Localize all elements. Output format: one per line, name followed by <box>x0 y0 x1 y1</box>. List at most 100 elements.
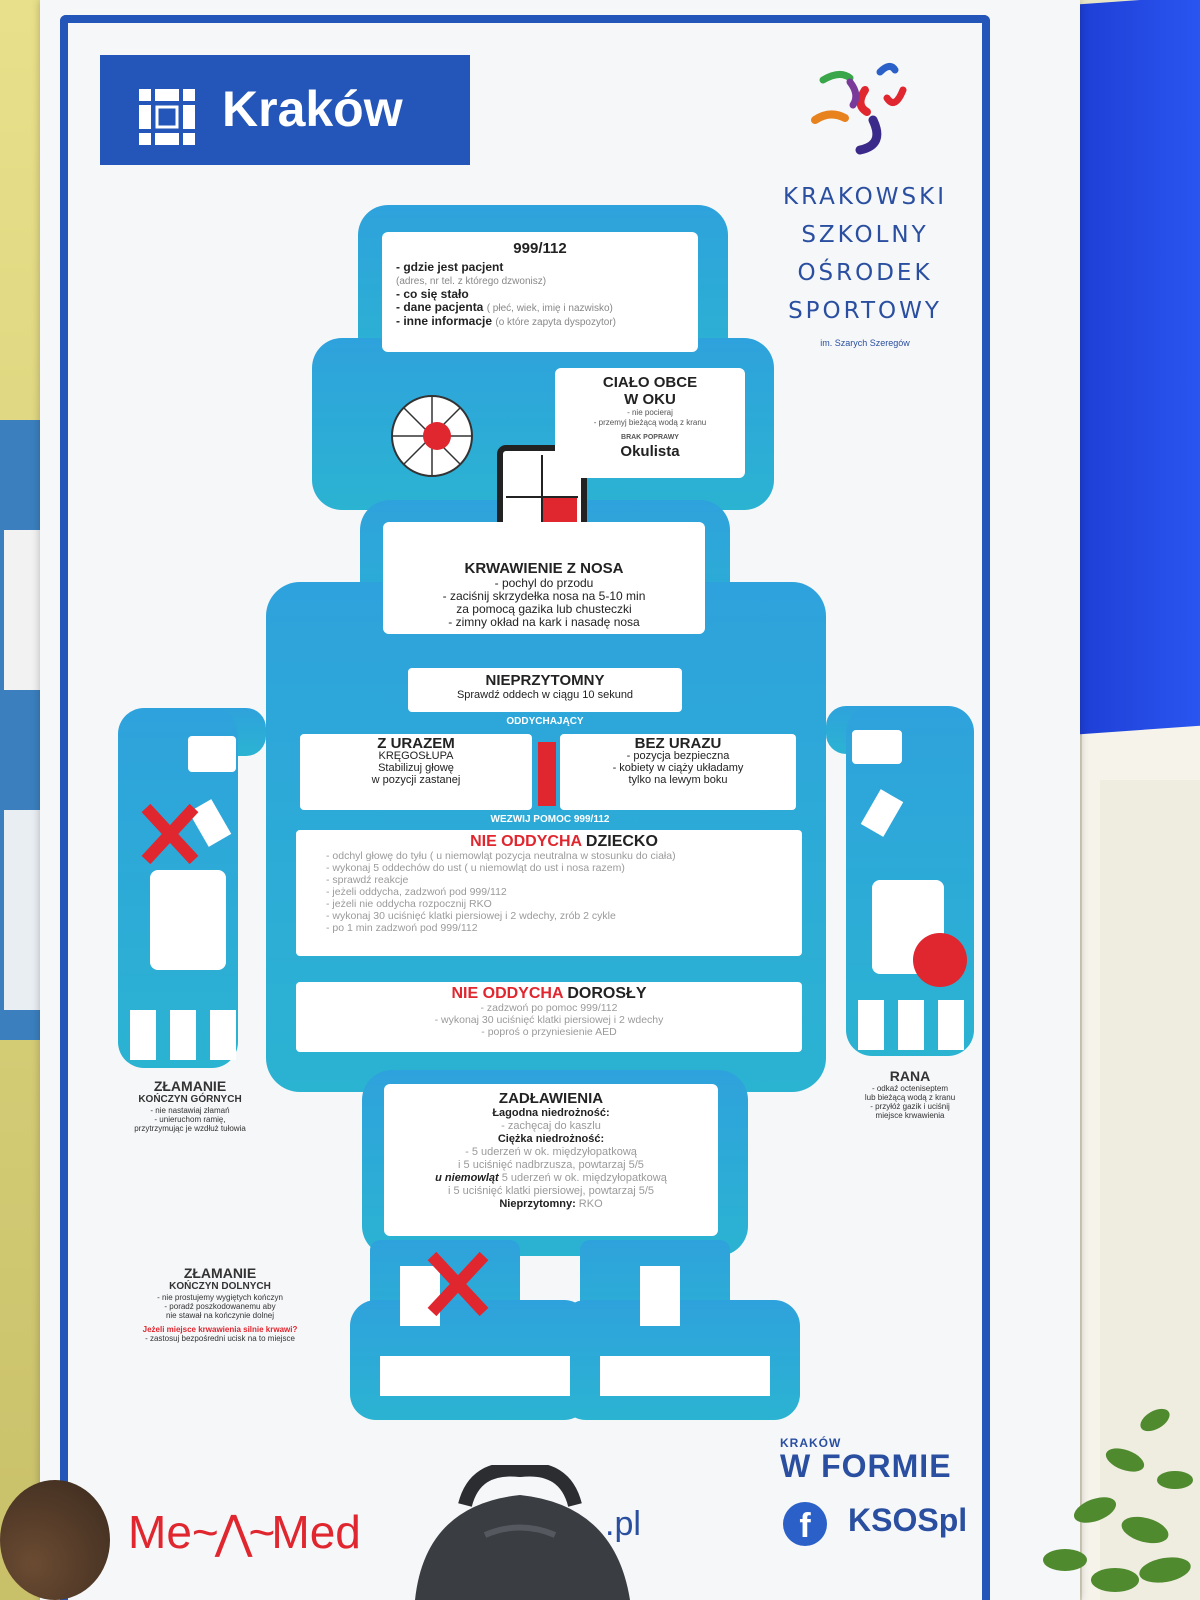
nosebleed-line: - zaciśnij skrzydełka nosa na 5-10 min <box>442 589 646 603</box>
infant-text: 5 uderzeń w ok. międzyłopatkową <box>498 1172 667 1184</box>
spine-title: Z URAZEM <box>377 735 455 752</box>
call-info-label: - gdzie jest pacjent <box>396 260 504 274</box>
wound-line: lub bieżącą wodą z kranu <box>864 1093 956 1102</box>
sponsor-left: Me <box>128 1506 192 1558</box>
upper-title: ZŁAMANIE <box>153 1078 227 1094</box>
notice-paper <box>4 530 42 690</box>
ksos-runner-logo-icon <box>811 63 907 155</box>
nosebleed-line: za pomocą gazika lub chusteczki <box>456 602 632 616</box>
facebook-handle: KSOSpl <box>848 1502 968 1538</box>
title-red: NIE ODDYCHA <box>451 985 563 1002</box>
call-info-item: - dane pacjenta ( płeć, wiek, imię i naz… <box>396 301 684 315</box>
no-injury-panel: BEZ URAZU - pozycja bezpieczna - kobiety… <box>560 734 796 810</box>
ksos-line: OŚRODEK <box>797 260 933 286</box>
spine-line: Stabilizuj głowę <box>378 762 454 774</box>
backpack-silhouette <box>415 1465 630 1600</box>
infant-line: i 5 uciśnięć klatki piersiowej, powtarza… <box>447 1185 655 1197</box>
plant-leaves <box>1043 1408 1193 1592</box>
nosebleed-panel: KRWAWIENIE Z NOSA - pochyl do przodu - z… <box>383 522 705 634</box>
eye-title: W OKU <box>624 391 676 408</box>
choke-unconscious: Nieprzytomny: RKO <box>384 1198 718 1211</box>
pulse-icon: ~⋀~ <box>191 1506 275 1558</box>
lower-limb-fracture: ZŁAMANIE KOŃCZYN DOLNYCH - nie prostujem… <box>95 1265 345 1343</box>
ksos-subtitle: im. Szarych Szeregów <box>820 338 910 348</box>
choking-panel: ZADŁAWIENIA Łagodna niedrożność: - zachę… <box>384 1084 718 1236</box>
eye-action: Okulista <box>620 443 680 460</box>
adult-line: - zadzwoń po pomoc 999/112 <box>480 1002 618 1014</box>
no-injury-title: BEZ URAZU <box>634 735 722 752</box>
severe-line: - 5 uderzeń w ok. międzyłopatkową <box>465 1146 637 1158</box>
ksos-line: SPORTOWY <box>788 298 942 324</box>
title-black: DOROSŁY <box>562 985 647 1002</box>
campaign-logo-text: W FORMIE <box>780 1448 952 1484</box>
breathing-label: ODDYCHAJĄCY <box>506 716 584 727</box>
eye-line: - przemyj bieżącą wodą z kranu <box>593 418 707 427</box>
call-info-label: - inne informacje <box>396 314 493 328</box>
call-info-item: - inne informacje (o które zapyta dyspoz… <box>396 315 684 329</box>
choke-unconscious-label: Nieprzytomny: <box>499 1198 576 1210</box>
child-title: NIE ODDYCHA DZIECKO <box>326 833 802 850</box>
mild-line: - zachęcaj do kaszlu <box>501 1120 601 1132</box>
emergency-number: 999/112 <box>513 240 567 257</box>
child-line: - jeżeli nie oddycha rozpocznij RKO <box>326 898 492 910</box>
krakow-header-band <box>100 55 470 165</box>
call-info-label: - co się stało <box>396 287 469 301</box>
child-line: - sprawdź reakcje <box>326 874 409 886</box>
eye-condition: BRAK POPRAWY <box>621 434 679 441</box>
unconscious-panel: NIEPRZYTOMNY Sprawdź oddech w ciągu 10 s… <box>408 668 682 712</box>
banner-frame <box>60 15 990 1600</box>
title-black: DZIECKO <box>581 833 658 850</box>
upper-limb-fracture: ZŁAMANIE KOŃCZYN GÓRNYCH - nie nastawiaj… <box>95 1078 285 1133</box>
emergency-call-panel: 999/112 - gdzie jest pacjent (adres, nr … <box>382 232 698 352</box>
person-head <box>0 1480 110 1600</box>
title-red: NIE ODDYCHA <box>470 833 582 850</box>
call-info-note: ( płeć, wiek, imię i nazwisko) <box>486 303 613 314</box>
call-info-note: (adres, nr tel. z którego dzwonisz) <box>396 276 547 287</box>
sponsor-logo: Me~⋀~Med <box>128 1505 361 1559</box>
sponsor-suffix: .pl <box>605 1505 641 1543</box>
child-line: - odchyl głowę do tyłu ( u niemowląt poz… <box>326 850 676 862</box>
no-injury-line: - pozycja bezpieczna <box>626 750 730 762</box>
upper-line: - unieruchom ramię, <box>154 1115 226 1124</box>
eye-title: CIAŁO OBCE <box>602 374 698 391</box>
wound-info: RANA - odkaź octenisep­tem lub bieżącą w… <box>840 1068 980 1120</box>
call-info-note: (o które zapyta dyspozytor) <box>495 317 616 328</box>
bleeding-line: - zastosuj bezpośredni ucisk na to miejs… <box>145 1334 295 1343</box>
lower-line: nie stawał na kończynie dolnej <box>165 1311 275 1320</box>
severe-line: i 5 uciśnięć nadbrzusza, powtarzaj 5/5 <box>458 1159 644 1171</box>
ksos-name: KRAKOWSKI SZKOLNY OŚRODEK SPORTOWY <box>780 178 950 330</box>
lower-line: - nie prostujemy wygiętych kończyn <box>157 1293 283 1302</box>
child-line: - wykonaj 30 uciśnięć klatki piersiowej … <box>326 910 616 922</box>
spine-injury-panel: Z URAZEM KRĘGOSŁUPA Stabilizuj głowę w p… <box>300 734 532 810</box>
nosebleed-line: - pochyl do przodu <box>494 576 594 590</box>
nosebleed-line: - zimny okład na kark i nasadę nosa <box>448 615 640 629</box>
adult-line: - wykonaj 30 uciśnięć klatki piersiowej … <box>434 1014 664 1026</box>
adult-title: NIE ODDYCHA DOROSŁY <box>296 985 802 1002</box>
facebook-icon: f <box>783 1502 827 1546</box>
unconscious-line: Sprawdź oddech w ciągu 10 sekund <box>456 689 634 701</box>
adult-line: - poproś o przyniesienie AED <box>481 1026 617 1038</box>
krakow-logo-text: Kraków <box>222 81 403 137</box>
child-line: - wykonaj 5 oddechów do ust ( u niemowlą… <box>326 862 625 874</box>
choking-title: ZADŁAWIENIA <box>498 1090 604 1107</box>
nosebleed-title: KRWAWIENIE Z NOSA <box>464 560 624 577</box>
lower-line: - poradź poszkodowanemu aby <box>164 1302 276 1311</box>
bleeding-warning: Jeżeli miejsce krwawienia silnie krwawi? <box>142 1325 298 1334</box>
call-info-item: (adres, nr tel. z którego dzwonisz) <box>396 274 684 288</box>
ksos-line: KRAKOWSKI <box>782 184 947 210</box>
no-injury-line: tylko na lewym boku <box>628 774 728 786</box>
campaign-small-label: KRAKÓW <box>780 1436 842 1450</box>
wound-line: - odkaź octenisep­tem <box>871 1084 949 1093</box>
spine-subtitle: KRĘGOSŁUPA <box>378 750 454 762</box>
child-line: - jeżeli oddycha, zadzwoń pod 999/112 <box>326 886 507 898</box>
sponsor-right: Med <box>271 1506 361 1558</box>
unconscious-title: NIEPRZYTOMNY <box>485 672 605 689</box>
upper-line: - nie nastawiaj złamań <box>150 1106 230 1115</box>
upper-subtitle: KOŃCZYN GÓRNYCH <box>138 1094 242 1105</box>
no-injury-line: - kobiety w ciąży układamy <box>612 762 744 774</box>
call-help-label: WEZWIJ POMOC 999/112 <box>490 814 610 825</box>
eye-line: - nie pocieraj <box>627 408 673 417</box>
call-info-item: - co się stało <box>396 288 684 301</box>
ksos-line: SZKOLNY <box>801 222 929 248</box>
infant-line: u niemowląt 5 uderzeń w ok. międzyłopatk… <box>384 1172 718 1185</box>
